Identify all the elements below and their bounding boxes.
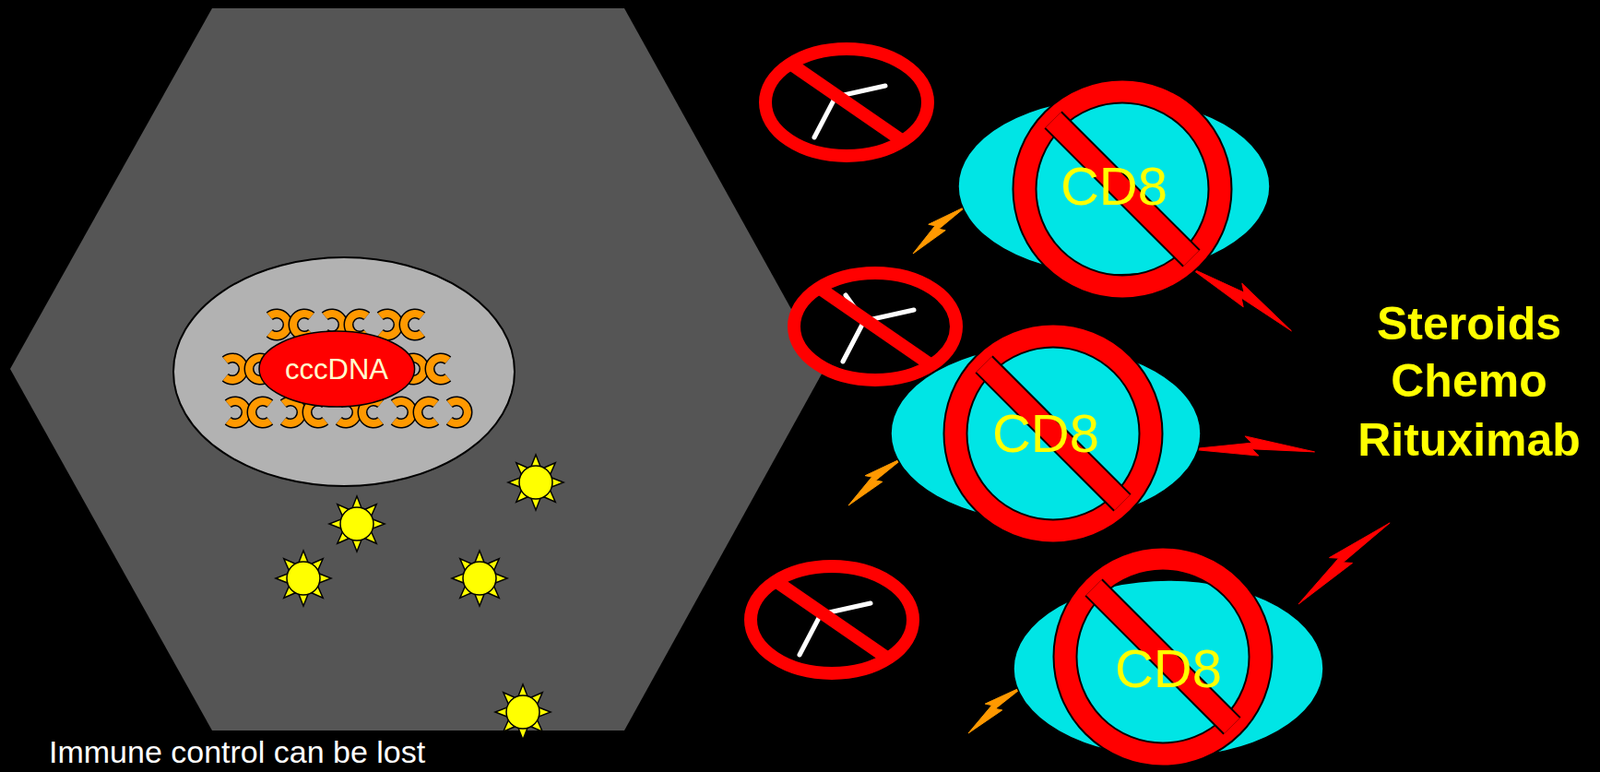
histone xyxy=(225,357,244,380)
note-text: Immune control can be lost xyxy=(48,735,426,768)
sun-ray xyxy=(298,550,309,563)
lightning-bolt xyxy=(1298,522,1390,605)
histone xyxy=(293,313,312,336)
node-label: cccDNA xyxy=(284,355,389,384)
ban-ring xyxy=(1065,558,1261,755)
node-label: CD8 xyxy=(1060,159,1168,214)
ban-ring-outline xyxy=(955,335,1151,532)
ban-ring xyxy=(750,566,913,674)
cd8-cell: CD8 xyxy=(1012,579,1325,759)
histone-outline xyxy=(251,401,271,424)
sun-ray xyxy=(474,550,485,563)
histone xyxy=(379,313,399,336)
sun-ray xyxy=(474,593,485,606)
ban-ring xyxy=(1024,91,1221,287)
node-outline xyxy=(259,331,415,407)
ban-slash-outline xyxy=(1093,587,1233,726)
histone-outline xyxy=(429,357,449,380)
sun-ray xyxy=(518,684,528,697)
ban-ring xyxy=(765,48,928,156)
histone-outline xyxy=(379,313,399,336)
ban-ring-outline xyxy=(1024,91,1221,287)
drug-label: Chemo xyxy=(1390,357,1547,404)
histone-outline xyxy=(403,313,423,336)
histone-outline xyxy=(269,313,288,336)
sun-ray xyxy=(508,477,521,487)
ban-ring xyxy=(794,272,957,380)
sun-ray xyxy=(551,477,564,487)
lightning-bolt xyxy=(1189,267,1292,332)
drug-label: Rituximab xyxy=(1357,416,1581,463)
histone-group xyxy=(225,313,468,424)
histone xyxy=(393,401,413,424)
sun-core xyxy=(519,465,553,499)
sun-ray xyxy=(319,573,332,583)
node-label: CD8 xyxy=(992,406,1100,461)
ban-slash xyxy=(983,364,1123,503)
ban-slash xyxy=(778,582,886,657)
histone xyxy=(417,401,437,424)
drug-label: Steroids xyxy=(1376,300,1562,347)
nucleus xyxy=(173,257,515,486)
antigen-group xyxy=(275,454,564,740)
sun-core xyxy=(462,561,497,595)
ban-slash-outline xyxy=(983,364,1123,503)
cd8-cell: CD8 xyxy=(957,96,1271,276)
sun-ray xyxy=(538,707,551,717)
sun-core xyxy=(506,695,540,729)
ban-slash-outline xyxy=(1053,119,1192,259)
sun-core xyxy=(286,561,320,595)
sun-core xyxy=(340,507,374,541)
sun-ray xyxy=(298,593,309,606)
histone xyxy=(429,357,449,380)
ban-slash xyxy=(821,289,929,364)
histone xyxy=(283,401,302,424)
ban-slash xyxy=(1093,587,1233,726)
sun-ray xyxy=(518,727,528,740)
histone xyxy=(449,401,468,424)
sun-ray xyxy=(352,539,362,552)
node-label: CD8 xyxy=(1114,641,1222,696)
ban-ring-outline xyxy=(1065,558,1261,755)
sun-ray xyxy=(372,519,385,529)
cccdna-ellipse: cccDNA xyxy=(258,330,416,408)
antibody-group xyxy=(750,48,957,674)
histone-outline xyxy=(417,401,437,424)
lightning-bolt xyxy=(968,686,1025,734)
sun-ray xyxy=(531,454,541,467)
histone xyxy=(227,401,247,424)
histone-outline xyxy=(449,401,468,424)
sun-ray xyxy=(329,519,342,529)
ban-slash xyxy=(1053,119,1192,259)
histone-outline xyxy=(283,401,302,424)
histone xyxy=(403,313,423,336)
cd8-cell: CD8 xyxy=(889,343,1202,523)
sun-ray xyxy=(495,707,508,717)
histone-outline xyxy=(393,401,413,424)
lightning-bolt xyxy=(912,206,967,255)
hepatocyte xyxy=(10,8,825,731)
sun-ray xyxy=(531,497,541,510)
histone-outline xyxy=(227,401,247,424)
ban-slash xyxy=(793,65,901,140)
sun-ray xyxy=(495,573,508,583)
histone-outline xyxy=(225,357,244,380)
histone-outline xyxy=(293,313,312,336)
sun-ray xyxy=(352,496,362,509)
lightning-bolt xyxy=(1189,436,1316,456)
sun-ray xyxy=(275,573,288,583)
lightning-bolt xyxy=(848,457,905,506)
sun-ray xyxy=(451,573,464,583)
histone xyxy=(269,313,288,336)
histone xyxy=(251,401,271,424)
ban-ring xyxy=(955,335,1151,532)
